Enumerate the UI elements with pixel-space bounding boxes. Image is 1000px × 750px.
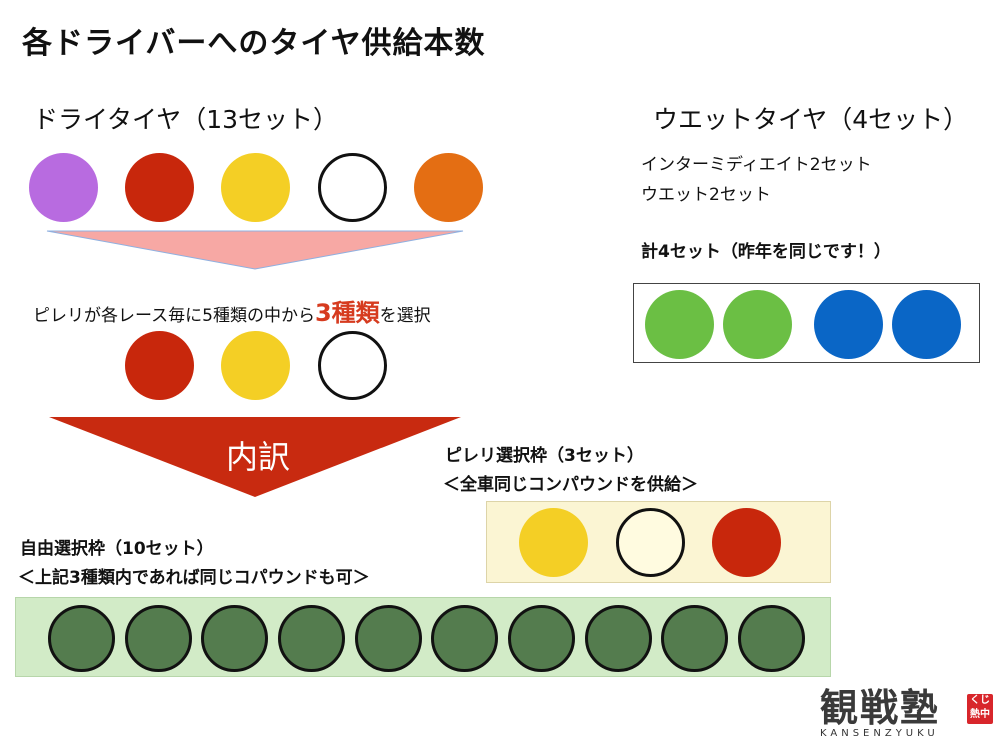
intermediate-green-circle bbox=[723, 290, 792, 359]
intermediate-green-circle bbox=[645, 290, 714, 359]
selection-highlight: 3種類 bbox=[314, 299, 380, 327]
wet-total: 計4セット（昨年を同じです！） bbox=[641, 242, 891, 262]
selection-text: ピレリが各レース毎に5種類の中から3種類を選択 bbox=[33, 293, 431, 328]
selection-prefix: ピレリが各レース毎に5種類の中から bbox=[33, 306, 315, 326]
selection-suffix: を選択 bbox=[379, 306, 431, 326]
free-set-circle bbox=[508, 605, 575, 672]
pirelli-yellow-circle bbox=[519, 508, 588, 577]
dry-tyre-heading: ドライタイヤ（13セット） bbox=[33, 105, 339, 134]
free-set-circle bbox=[48, 605, 115, 672]
selected-red-circle bbox=[125, 331, 194, 400]
pirelli-note: ＜全車同じコンパウンドを供給＞ bbox=[443, 475, 698, 495]
pirelli-white-circle bbox=[616, 508, 685, 577]
down-arrow-breakdown bbox=[49, 417, 461, 497]
free-set-circle bbox=[661, 605, 728, 672]
breakdown-label: 内訳 bbox=[225, 438, 290, 476]
free-set-circle bbox=[355, 605, 422, 672]
compound-white-circle bbox=[318, 153, 387, 222]
page-title: 各ドライバーへのタイヤ供給本数 bbox=[22, 26, 486, 61]
selected-yellow-circle bbox=[221, 331, 290, 400]
compound-orange-circle bbox=[414, 153, 483, 222]
wet-line-full: ウエット2セット bbox=[641, 185, 771, 205]
free-note: ＜上記3種類内であれば同じコパウンドも可＞ bbox=[18, 568, 370, 588]
wet-line-intermediate: インターミディエイト2セット bbox=[641, 155, 872, 175]
free-set-circle bbox=[738, 605, 805, 672]
pirelli-label: ピレリ選択枠（3セット） bbox=[445, 446, 644, 466]
down-arrow-light bbox=[46, 230, 464, 270]
selected-white-circle bbox=[318, 331, 387, 400]
logo-main-text: 観戦塾 bbox=[820, 686, 941, 730]
free-set-circle bbox=[201, 605, 268, 672]
kansenzyuku-logo: 観戦塾 KANSENZYUKU くじ 熱中 bbox=[820, 686, 993, 739]
free-label: 自由選択枠（10セット） bbox=[20, 539, 214, 559]
logo-badge: くじ 熱中 bbox=[967, 694, 993, 724]
pirelli-red-circle bbox=[712, 508, 781, 577]
compound-purple-circle bbox=[29, 153, 98, 222]
free-set-circle bbox=[431, 605, 498, 672]
free-set-circle bbox=[125, 605, 192, 672]
wet-blue-circle bbox=[892, 290, 961, 359]
wet-blue-circle bbox=[814, 290, 883, 359]
compound-yellow-circle bbox=[221, 153, 290, 222]
compound-red-circle bbox=[125, 153, 194, 222]
free-set-circle bbox=[278, 605, 345, 672]
logo-sub-text: KANSENZYUKU bbox=[820, 728, 939, 739]
wet-tyre-heading: ウエットタイヤ（4セット） bbox=[653, 105, 969, 134]
free-set-circle bbox=[585, 605, 652, 672]
